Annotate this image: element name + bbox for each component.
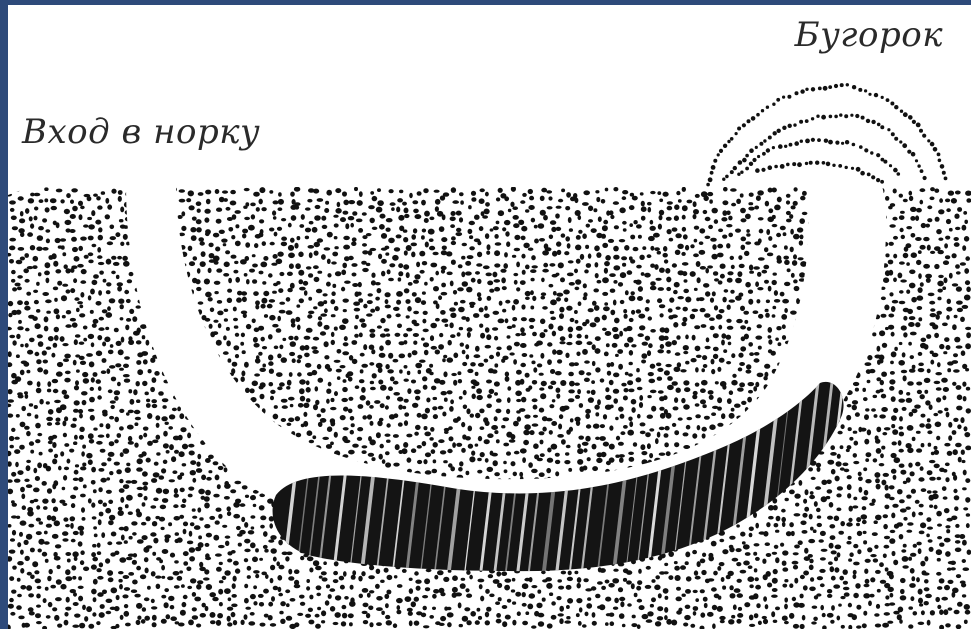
casting-mound [706, 83, 947, 186]
label-burrow-entrance: Вход в норку [22, 112, 260, 152]
earthworm-burrow-diagram [8, 5, 971, 629]
label-mound: Бугорок [795, 15, 943, 55]
diagram-frame: Вход в норку Бугорок [8, 5, 971, 629]
